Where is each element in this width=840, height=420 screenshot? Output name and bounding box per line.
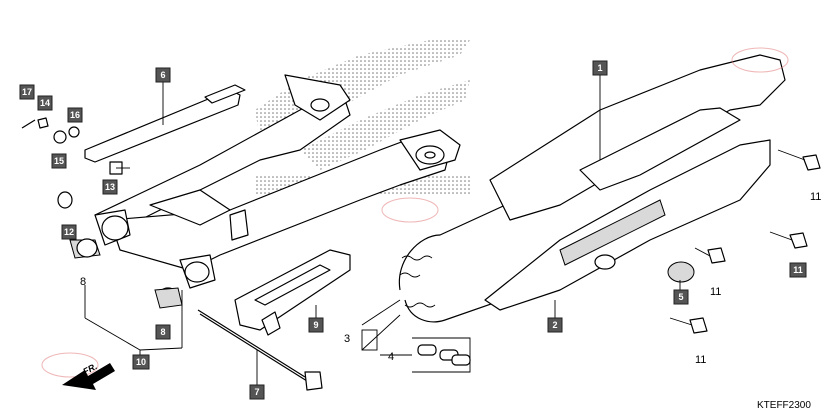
callout-16: 16: [67, 107, 83, 123]
callout-5: 5: [673, 289, 689, 305]
label-3: 3: [344, 333, 350, 345]
master-link-parts: [412, 337, 471, 373]
callout-1: 1: [592, 60, 608, 76]
callout-10: 10: [132, 354, 150, 370]
leader-lines: [84, 75, 681, 385]
callout-8-box: 8: [155, 324, 171, 340]
svg-text:5: 5: [678, 292, 683, 302]
svg-text:15: 15: [54, 156, 64, 166]
chain-slider: [84, 84, 246, 163]
svg-text:12: 12: [64, 227, 74, 237]
svg-text:7: 7: [254, 387, 259, 397]
callout-7: 7: [249, 384, 265, 400]
moto-watermark: [41, 47, 789, 378]
svg-text:17: 17: [22, 87, 32, 97]
callout-17: 17: [19, 84, 35, 100]
bolt-13: [109, 161, 130, 175]
callout-11-top-right: 11: [789, 262, 807, 278]
svg-text:9: 9: [313, 320, 318, 330]
callout-12: 12: [61, 224, 77, 240]
svg-text:11: 11: [793, 265, 803, 275]
callout-9: 9: [308, 317, 324, 333]
front-direction-arrow: FR.: [62, 361, 115, 390]
diagram-code: KTEFF2300: [757, 400, 811, 411]
bushings: [69, 238, 183, 309]
callout-2: 2: [547, 317, 563, 333]
svg-text:8: 8: [160, 327, 165, 337]
grommet: [667, 261, 695, 283]
callout-6: 6: [155, 67, 171, 83]
svg-text:6: 6: [160, 70, 165, 80]
svg-text:13: 13: [105, 182, 115, 192]
callout-15: 15: [51, 153, 67, 169]
swingarm: [94, 74, 461, 289]
svg-text:10: 10: [136, 357, 146, 367]
label-8: 8: [80, 276, 86, 288]
label-11-mid: 11: [710, 286, 721, 298]
chain-case-upper: [489, 54, 786, 221]
case-bolts: [669, 149, 821, 334]
label-4: 4: [388, 351, 394, 363]
bolt-12: [57, 191, 73, 209]
chain-guide: [234, 249, 351, 336]
chain-case-lower: [484, 139, 771, 311]
callout-14: 14: [37, 95, 53, 111]
small-hardware: [21, 117, 80, 144]
label-11-bottom: 11: [695, 354, 706, 366]
label-11-right-upper: 11: [810, 191, 821, 203]
svg-text:2: 2: [552, 320, 557, 330]
callout-13: 13: [102, 179, 118, 195]
svg-text:16: 16: [70, 110, 80, 120]
pivot-bolt: [197, 309, 323, 391]
svg-text:1: 1: [597, 63, 602, 73]
svg-text:14: 14: [40, 98, 50, 108]
